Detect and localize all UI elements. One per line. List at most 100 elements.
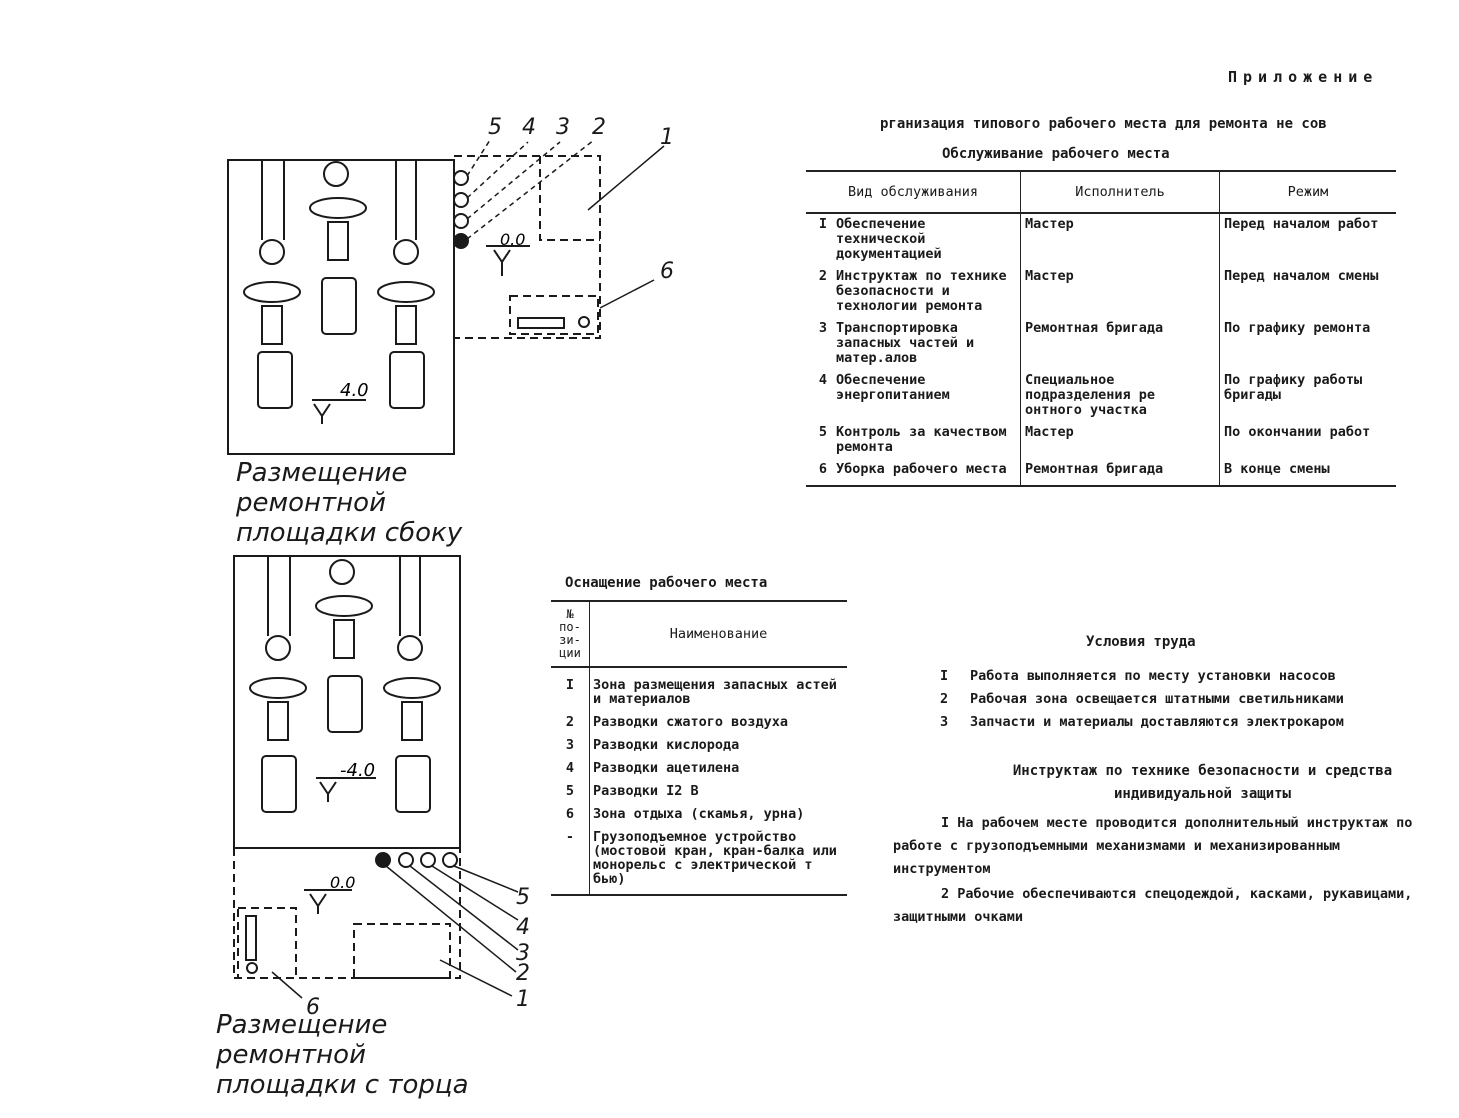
service-cell-performer: Специальное подразделения ре онтного уча…: [1020, 370, 1220, 422]
service-header-mode: Режим: [1219, 171, 1396, 214]
service-type-text: Обеспечение технической документацией: [836, 216, 942, 262]
level-mark-floor: -4.0: [340, 760, 375, 781]
equipment-header-name: Наименование: [589, 601, 847, 668]
pump-unit-right: [383, 556, 441, 813]
equipment-table-header: № по- зи- ции Наименование: [551, 601, 847, 668]
equipment-row-name: Разводки кислорода: [593, 737, 740, 753]
service-cell-performer: Ремонтная бригада: [1020, 318, 1220, 370]
pump-unit-center: [315, 559, 373, 733]
service-header-type: Вид обслуживания: [806, 171, 1021, 214]
callout-2: 2: [592, 115, 606, 140]
outlet-3-icon: [398, 852, 414, 868]
rest-zone-outline: [237, 907, 297, 979]
service-table-caption: Обслуживание рабочего места: [942, 146, 1170, 162]
callout-6: 6: [660, 259, 674, 284]
equipment-row: -Грузоподъемное устройство (мостовой кра…: [551, 826, 847, 896]
conditions-item-text: Работа выполняется по месту установки на…: [970, 668, 1336, 684]
safety-paragraph-2: 2 Рабочие обеспечиваются спецодеждой, ка…: [893, 886, 1413, 925]
side-layout-drawing: 5 4 3 2 1 6 0.0 4.0: [227, 115, 674, 455]
level-mark-top: 0.0: [500, 230, 525, 249]
service-cell-mode: По графику ремонта: [1224, 320, 1371, 336]
service-row-number: 2: [818, 268, 828, 284]
rest-zone-outline: [509, 295, 599, 335]
callout-6: 6: [306, 995, 320, 1020]
equipment-row-name: Разводки I2 В: [593, 783, 699, 799]
service-row-number: 3: [818, 320, 828, 336]
service-cell-type: 3 Транспортировка запасных частей и матер…: [806, 318, 1021, 370]
callout-4: 4: [516, 915, 530, 940]
conditions-item: 3 Запчасти и материалы доставляются элект…: [940, 711, 1344, 734]
service-type-text: Контроль за качеством ремонта: [836, 424, 1007, 455]
safety-title: Инструктаж по технике безопасности и сре…: [1012, 763, 1393, 802]
end-layout-caption: Размещение ремонтной площадки с торца: [216, 1010, 469, 1100]
equipment-row-number: I: [551, 667, 590, 711]
equipment-header-position: № по- зи- ции: [551, 601, 590, 668]
service-cell-mode: Перед началом смены: [1224, 268, 1379, 284]
equipment-row-number: 5: [551, 780, 590, 803]
conditions-item-number: I: [940, 668, 949, 684]
callout-4: 4: [522, 115, 536, 140]
outlet-5-icon: [442, 852, 458, 868]
service-cell-mode: По окончании работ: [1224, 424, 1371, 440]
equipment-row-number: 3: [551, 734, 590, 757]
equipment-row-number: 6: [551, 803, 590, 826]
outlet-2-icon: [453, 233, 469, 249]
repair-area-outline: [233, 555, 461, 849]
outlet-2-icon: [375, 852, 391, 868]
pump-unit-left: [243, 160, 301, 409]
equipment-row-number: 2: [551, 711, 590, 734]
service-row: 3 Транспортировка запасных частей и матер…: [806, 318, 1396, 370]
callout-5: 5: [516, 885, 530, 910]
service-table-header: Вид обслуживания Исполнитель Режим: [806, 171, 1396, 214]
conditions-item-text: Запчасти и материалы доставляются электр…: [970, 714, 1344, 730]
storage-zone-outline: [454, 155, 601, 339]
equipment-row-name: Зона размещения запасных астей и материа…: [593, 677, 837, 707]
outlet-3-icon: [453, 213, 469, 229]
end-layout-drawing: 5 4 3 2 1 6 0.0 -4.0: [233, 555, 530, 1020]
conditions-title: Условия труда: [1086, 634, 1196, 650]
service-cell-performer: Мастер: [1020, 422, 1220, 459]
document-title: рганизация типового рабочего места для р…: [880, 116, 1327, 132]
equipment-table-caption: Оснащение рабочего места: [565, 575, 768, 591]
equipment-row-name: Зона отдыха (скамья, урна): [593, 806, 805, 822]
service-header-performer: Исполнитель: [1020, 171, 1220, 214]
pump-unit-center: [309, 161, 367, 335]
service-type-text: Транспортировка запасных частей и матер.…: [836, 320, 975, 366]
callout-2: 2: [516, 961, 530, 986]
conditions-item-number: 2: [940, 691, 949, 707]
callout-1: 1: [660, 125, 674, 150]
conditions-item-number: 3: [940, 714, 949, 730]
equipment-row-number: -: [551, 826, 590, 896]
outlet-4-icon: [453, 192, 469, 208]
service-row-number: I: [818, 216, 828, 232]
callout-1: 1: [516, 987, 530, 1012]
outlet-4-icon: [420, 852, 436, 868]
service-row-number: 4: [818, 372, 828, 388]
conditions-item: I Работа выполняется по месту установки н…: [940, 665, 1344, 688]
service-cell-performer: Мастер: [1020, 266, 1220, 318]
callout-3: 3: [516, 941, 530, 966]
pump-unit-right: [377, 160, 435, 409]
equipment-row-number: 4: [551, 757, 590, 780]
callout-5: 5: [488, 115, 502, 140]
outlet-5-icon: [453, 170, 469, 186]
side-layout-caption: Размещение ремонтной площадки сбоку: [236, 458, 463, 548]
safety-paragraph-1: I На рабочем месте проводится дополнител…: [893, 815, 1413, 877]
equipment-row-name: Разводки ацетилена: [593, 760, 740, 776]
callout-3: 3: [556, 115, 570, 140]
service-type-text: Уборка рабочего места: [836, 461, 1007, 477]
conditions-item-text: Рабочая зона освещается штатными светиль…: [970, 691, 1344, 707]
equipment-row-name: Грузоподъемное устройство (мостовой кран…: [589, 826, 847, 896]
level-mark-top: 0.0: [330, 873, 355, 892]
